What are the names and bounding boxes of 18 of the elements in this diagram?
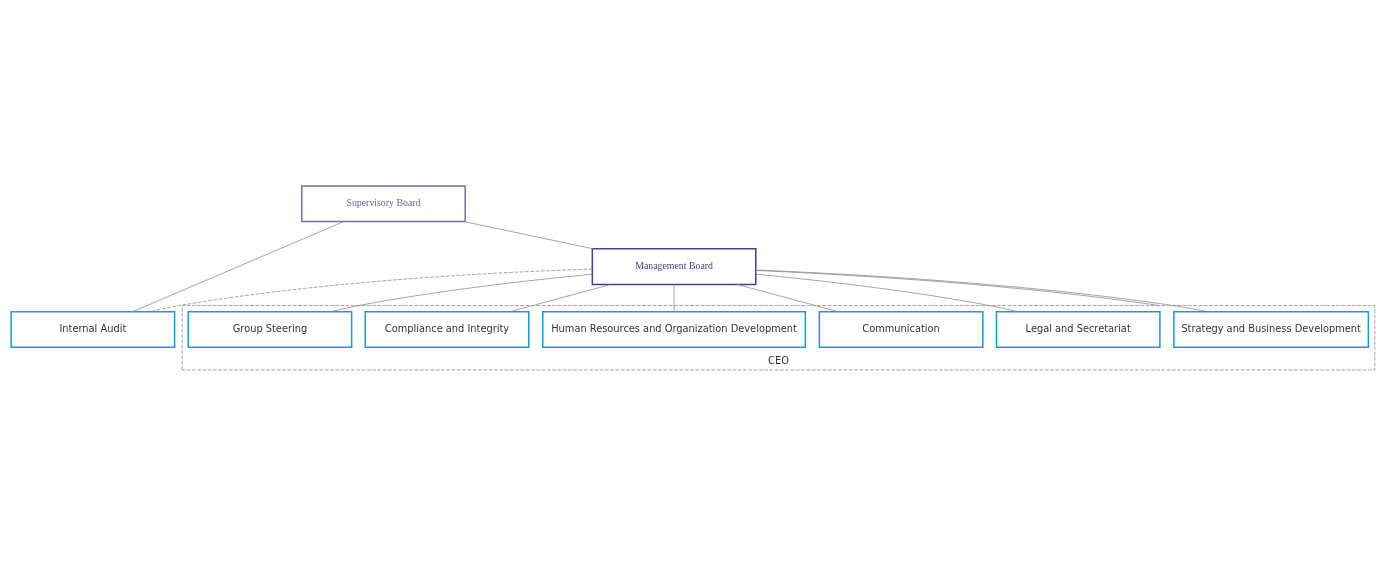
connector: [755, 269, 1208, 312]
connector: [673, 284, 675, 312]
node-box: Human Resources and Organization Development: [542, 310, 807, 348]
node-box: Group Steering: [187, 310, 353, 348]
node-box: Management Board: [591, 248, 757, 286]
connector: [132, 221, 344, 312]
connector: [509, 284, 612, 312]
connector: [736, 284, 839, 312]
connector: [463, 221, 594, 250]
node-box: Internal Audit: [10, 310, 176, 348]
node-box: Compliance and Integrity: [364, 310, 530, 348]
connector: [150, 268, 593, 312]
node-box: Strategy and Business Development: [1173, 310, 1370, 348]
node-box: Communication: [818, 310, 984, 348]
node-box: Supervisory Board: [300, 185, 466, 223]
connector: [755, 273, 1018, 312]
connector: [330, 273, 593, 312]
node-box: Legal and Secretariat: [995, 310, 1161, 348]
